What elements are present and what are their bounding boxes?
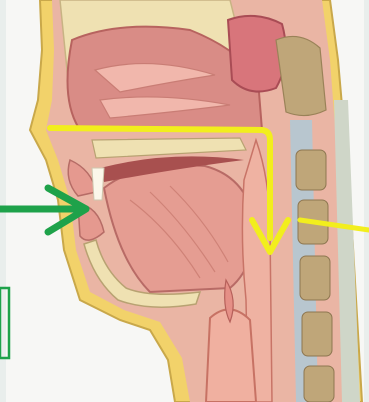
vertebra-c5 — [304, 366, 334, 402]
vertebra-c1 — [296, 150, 326, 190]
sphenoid-sinus — [228, 16, 286, 92]
vertebra-c4 — [302, 312, 332, 356]
teeth — [92, 168, 104, 200]
larynx — [206, 309, 256, 402]
vertebra-c3 — [300, 256, 330, 300]
